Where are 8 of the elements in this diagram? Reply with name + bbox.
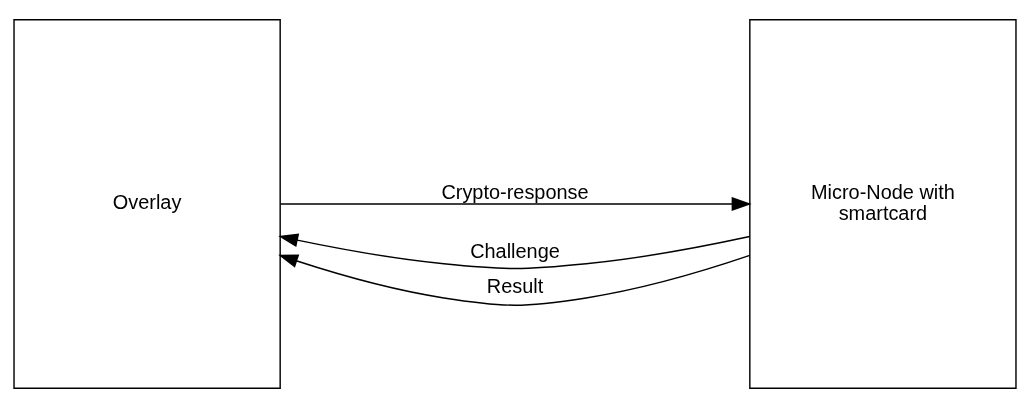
edge-label: Result: [486, 274, 544, 297]
edge-label: Challenge: [470, 239, 560, 262]
arrow: [278, 232, 751, 269]
arrow: [279, 196, 752, 211]
edge-label: Crypto-response: [441, 180, 589, 203]
arrow: [278, 253, 751, 306]
node-box: Micro-Node with smartcard: [749, 18, 1017, 389]
node-box: Overlay: [13, 18, 281, 389]
